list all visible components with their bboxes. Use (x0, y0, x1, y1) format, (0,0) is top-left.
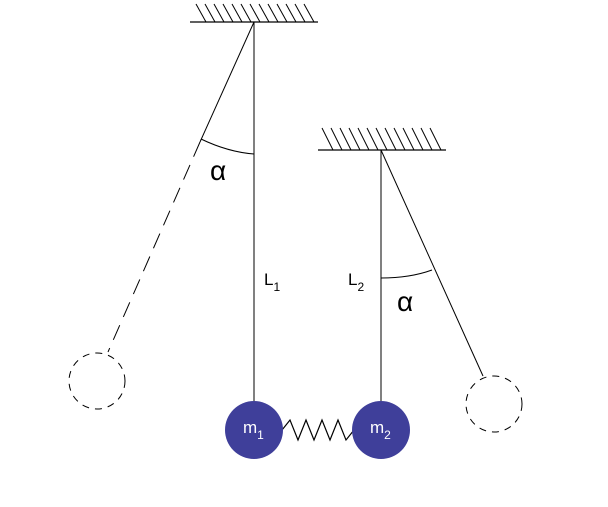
coupling-spring (281, 418, 355, 442)
pendulum-1-ghost-bob (68, 352, 126, 410)
length-1-label: L1 (264, 270, 280, 294)
mass-1-label: m1 (243, 418, 264, 442)
pendulum-1-displaced-string (199, 21, 255, 143)
length-2-label: L2 (348, 270, 364, 294)
angle-arc-left (200, 138, 255, 155)
ceiling-support-right (318, 127, 446, 151)
mass-1-bob (225, 401, 283, 459)
angle-label-right: α (397, 286, 413, 317)
angle-label-left: α (210, 155, 226, 186)
mass-2-label: m2 (370, 418, 391, 442)
ceiling-support-left (190, 3, 318, 23)
mass-2-bob (352, 401, 410, 459)
pendulum-2-displaced-string (380, 149, 484, 377)
angle-arc-right (380, 269, 433, 279)
pendulum-1-displaced-string-dashed (107, 141, 201, 353)
pendulum-2-ghost-bob (465, 375, 523, 433)
